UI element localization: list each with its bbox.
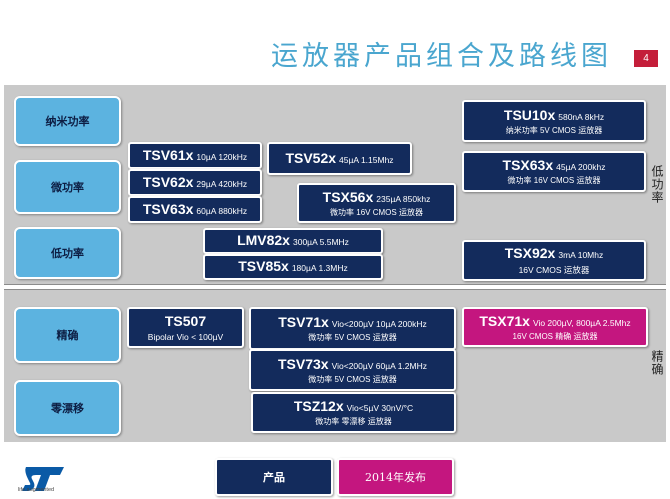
product-desc: 微功率 5V CMOS 运放器	[308, 333, 397, 342]
product-name: TSX63x	[502, 157, 554, 174]
product-spec: Vio<200µV 10µA 200kHz	[331, 319, 427, 330]
side-label-low-power: 低功率	[650, 165, 664, 204]
category-low-power: 低功率	[14, 227, 121, 279]
product-name: TSX92x	[504, 244, 556, 261]
product-desc: 微功率 零漂移 运放器	[315, 417, 392, 426]
product-name: TSV63x	[142, 200, 194, 217]
legend-2014-release: 2014年发布	[337, 458, 454, 496]
product-ts507: TS507 Bipolar Vio < 100µV	[127, 307, 244, 348]
product-desc: 16V CMOS 精确 运放器	[512, 331, 598, 341]
product-spec: Vio<200µV 60µA 1.2MHz	[331, 360, 427, 371]
category-precision: 精确	[14, 307, 121, 363]
product-name: TSX56x	[322, 188, 374, 205]
product-desc: 微功率 16V CMOS 运放器	[330, 207, 423, 217]
product-name: TSX71x	[479, 312, 530, 329]
product-spec: 29µA 420kHz	[196, 178, 248, 189]
side-label-precision: 精确	[650, 350, 664, 376]
product-name: TSV73x	[278, 355, 329, 372]
product-name: TSV62x	[142, 173, 194, 190]
product-spec: 60µA 880kHz	[196, 205, 248, 216]
product-desc: 微功率 16V CMOS 运放器	[507, 176, 601, 185]
product-name: TSU10x	[503, 106, 556, 123]
product-name: TSV61x	[142, 146, 194, 163]
product-spec: Vio<5µV 30nV/°C	[346, 403, 414, 414]
st-logo-icon	[22, 467, 64, 491]
product-spec: 10µA 120kHz	[196, 151, 248, 162]
product-spec: 3mA 10Mhz	[558, 249, 604, 260]
product-desc: 微功率 5V CMOS 运放器	[308, 374, 397, 384]
product-name: TSV52x	[285, 149, 337, 166]
category-zero-drift: 零漂移	[14, 380, 121, 436]
product-desc: Bipolar Vio < 100µV	[147, 332, 224, 343]
product-name: TS507	[164, 312, 207, 329]
product-spec: 300µA 5.5MHz	[292, 237, 349, 248]
product-name: TSZ12x	[293, 398, 344, 415]
product-desc: 16V CMOS 运放器	[518, 265, 590, 276]
product-desc: 纳米功率 5V CMOS 运放器	[505, 125, 603, 135]
category-nano-power: 纳米功率	[14, 96, 121, 146]
legend-product: 产品	[215, 458, 333, 496]
logo-tagline: life.augmented	[18, 487, 55, 493]
category-micro-power: 微功率	[14, 160, 121, 214]
product-name: LMV82x	[237, 232, 290, 249]
slide-title: 运放器产品组合及路线图	[271, 41, 612, 72]
product-spec: 580nA 8kHz	[558, 111, 605, 122]
product-name: TSV71x	[278, 314, 329, 331]
product-spec: Vio 200µV, 800µA 2.5Mhz	[532, 317, 631, 328]
product-spec: 45µA 1.15Mhz	[339, 154, 394, 165]
product-name: TSV85x	[238, 258, 289, 275]
product-spec: 45µA 200khz	[556, 162, 606, 173]
product-spec: 180µA 1.3MHz	[291, 263, 348, 274]
page-number: 4	[634, 50, 658, 67]
product-spec: 235µA 850khz	[376, 193, 431, 204]
